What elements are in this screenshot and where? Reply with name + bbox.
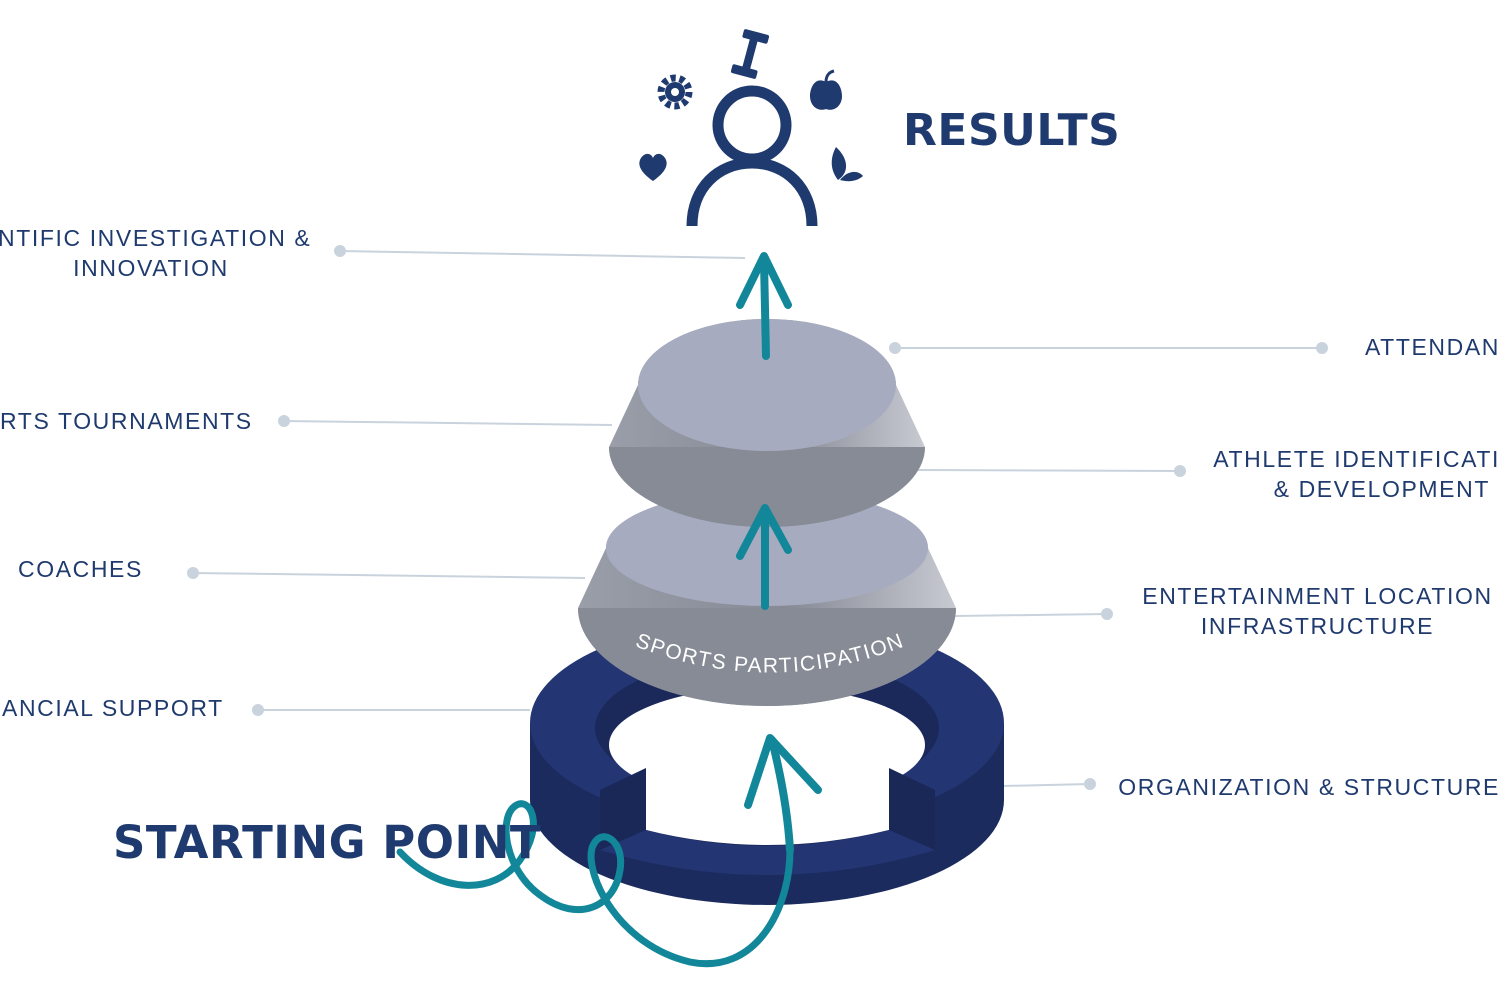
label-scientific-investigation: NTIFIC INVESTIGATION & INNOVATION <box>0 223 312 283</box>
person-icon <box>686 85 818 227</box>
label-scientific-line-2: INNOVATION <box>73 255 229 281</box>
leader-line-tournaments <box>278 415 613 427</box>
apple-icon <box>810 69 842 110</box>
label-entertainment-line-2: INFRASTRUCTURE <box>1200 613 1435 639</box>
arrow-up-3 <box>736 252 792 360</box>
label-athlete-line-2: & DEVELOPMENT <box>1273 476 1490 502</box>
leader-line-coaches <box>187 567 586 579</box>
label-athlete-line-1: ATHLETE IDENTIFICATI <box>1213 446 1500 472</box>
leader-line-athlete <box>917 465 1186 477</box>
arrow-up-2 <box>736 504 792 610</box>
arrow-up-1 <box>744 734 822 854</box>
leaf-icon <box>831 147 863 182</box>
leader-line-attendance <box>889 342 1328 354</box>
gear-icon <box>657 74 693 110</box>
label-sports-tournaments: RTS TOURNAMENTS <box>0 408 253 434</box>
dumbbell-icon <box>730 29 770 79</box>
label-athlete-identification: ATHLETE IDENTIFICATI & DEVELOPMENT <box>1210 444 1500 504</box>
label-entertainment-line-1: ENTERTAINMENT LOCATION <box>1142 583 1493 609</box>
top-disc <box>609 319 925 527</box>
leader-lines <box>187 245 1328 790</box>
label-scientific-line-1: NTIFIC INVESTIGATION & <box>0 225 312 251</box>
label-financial-support: ANCIAL SUPPORT <box>2 695 224 721</box>
label-attendance: ATTENDAN <box>1364 334 1500 360</box>
leader-line-financial <box>252 704 530 716</box>
starting-spiral <box>396 800 794 968</box>
label-organization-structure: ORGANIZATION & STRUCTURE <box>1118 774 1500 800</box>
label-entertainment-infrastructure: ENTERTAINMENT LOCATION INFRASTRUCTURE <box>1135 581 1500 641</box>
starting-point-heading: STARTING POINT <box>113 816 542 869</box>
heart-icon <box>639 153 667 181</box>
label-coaches: COACHES <box>18 556 143 582</box>
results-heading: RESULTS <box>903 105 1121 156</box>
leader-line-scientific <box>334 245 746 259</box>
leader-line-organization <box>1002 778 1096 790</box>
leader-line-entertainment <box>954 608 1113 620</box>
